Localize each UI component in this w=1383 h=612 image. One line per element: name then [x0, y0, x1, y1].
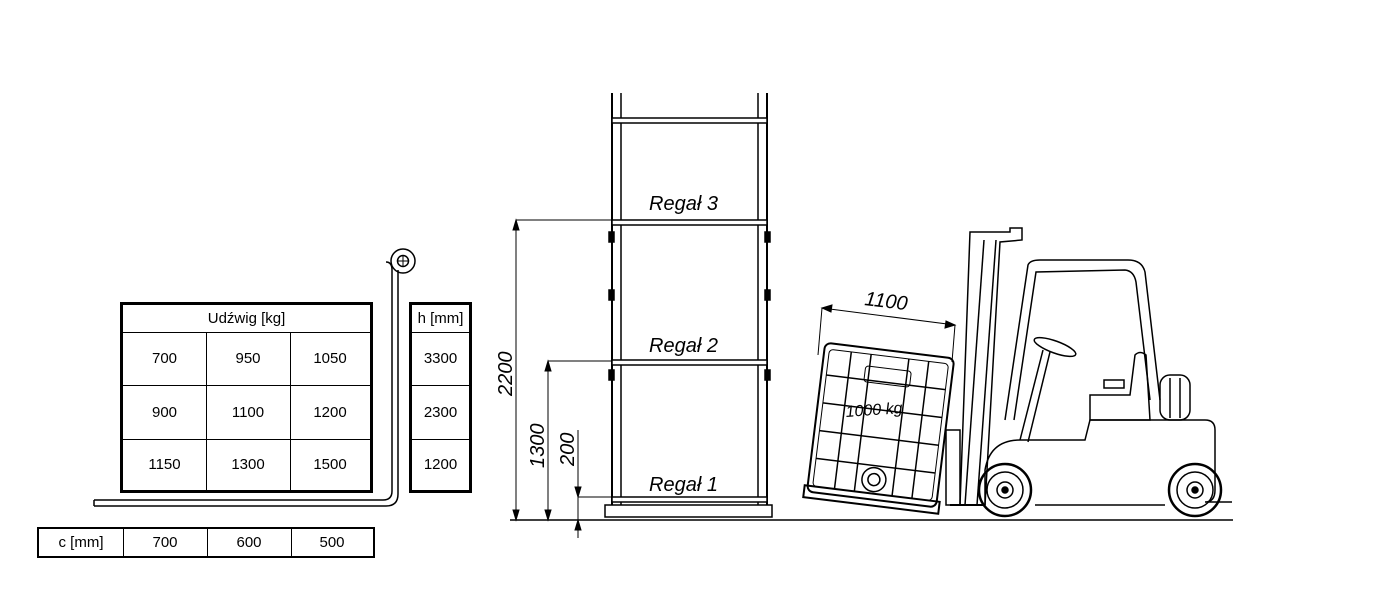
height-cell: 1200 [423, 456, 458, 473]
load-weight-label: 1000 kg [845, 400, 903, 421]
capacity-cell: 1300 [231, 456, 265, 473]
capacity-table: Udźwig [kg] 700 950 1050 900 1100 1200 1… [120, 302, 373, 493]
capacity-cell: 1100 [231, 403, 265, 421]
center-cell: 600 [236, 534, 262, 551]
ibc-container [802, 342, 955, 515]
dimension-2200-label: 2200 [495, 352, 517, 398]
fork-hook-icon [390, 248, 416, 274]
center-cell: 500 [319, 534, 345, 551]
capacity-cell: 900 [151, 403, 178, 421]
forklift [945, 227, 1232, 518]
rack-drawing [604, 93, 773, 518]
dimension-lines [510, 218, 1233, 538]
height-cell: 2300 [423, 403, 458, 421]
center-table-header: c [mm] [58, 534, 104, 551]
rear-wheel-icon [1167, 462, 1223, 518]
fork-drawing [93, 248, 416, 507]
capacity-cell: 1050 [313, 350, 347, 367]
center-table: c [mm] 700 600 500 [37, 527, 375, 558]
height-cell: 3300 [423, 350, 458, 367]
front-wheel-icon [977, 462, 1033, 518]
rack-level-3-label: Regał 3 [649, 193, 718, 215]
center-cell: 700 [152, 534, 178, 551]
capacity-cell: 700 [151, 350, 178, 367]
capacity-cell: 1500 [313, 456, 347, 473]
height-table-header: h [mm] [417, 310, 464, 327]
rack-level-2-label: Regał 2 [649, 335, 718, 357]
rack-level-1-label: Regał 1 [649, 474, 718, 496]
capacity-cell: 950 [235, 350, 261, 367]
capacity-table-header: Udźwig [kg] [207, 310, 286, 327]
dimension-200-label: 200 [557, 433, 579, 467]
capacity-cell: 1200 [313, 403, 347, 421]
dimension-1100-label: 1100 [863, 288, 908, 315]
height-table: h [mm] 3300 2300 1200 [409, 302, 472, 493]
dimension-1300-label: 1300 [527, 424, 549, 469]
capacity-cell: 1150 [148, 456, 181, 473]
